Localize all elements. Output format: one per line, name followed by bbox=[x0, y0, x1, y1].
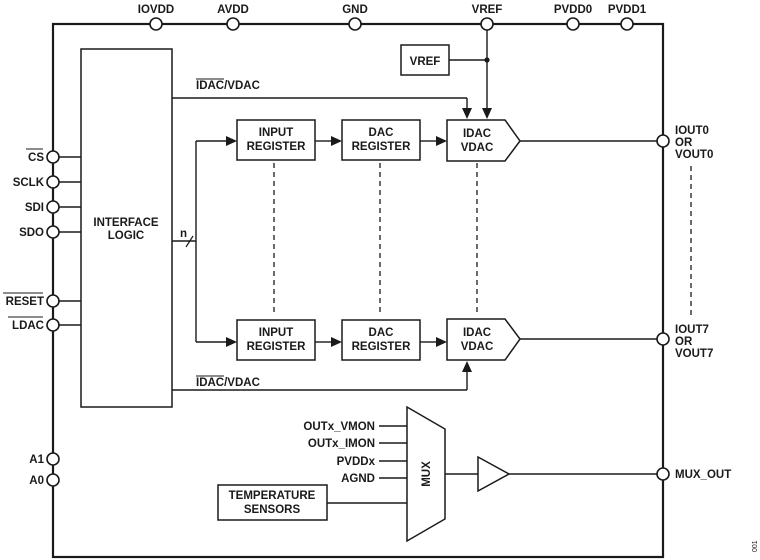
mux-input-pvddx: PVDDx bbox=[337, 456, 376, 468]
input-register-0 bbox=[236, 119, 316, 161]
dac-register-0-label-1: DAC bbox=[369, 127, 394, 139]
mux-input-imon: OUTx_IMON bbox=[308, 438, 375, 450]
output-buffer bbox=[477, 455, 511, 493]
bus-slash bbox=[185, 235, 194, 248]
pin-pvdd1 bbox=[620, 17, 634, 31]
pin-out7 bbox=[656, 332, 670, 346]
pin-label-pvdd0: PVDD0 bbox=[554, 4, 592, 16]
input-register-0-label-1: INPUT bbox=[259, 127, 294, 139]
figure-number: 001 bbox=[752, 540, 759, 552]
pin-vref bbox=[480, 17, 494, 31]
temperature-sensors-label-2: SENSORS bbox=[244, 504, 301, 516]
pin-label-cs: CS bbox=[28, 152, 44, 164]
arrow-to-idac-7 bbox=[436, 337, 447, 347]
pin-label-or-0: OR bbox=[675, 137, 693, 149]
vref-block bbox=[400, 44, 450, 76]
pin-label-pvdd1: PVDD1 bbox=[608, 4, 647, 16]
pin-cs bbox=[46, 150, 60, 164]
idac-vdac-7-label-2: VDAC bbox=[461, 341, 494, 353]
pin-label-gnd: GND bbox=[342, 4, 368, 16]
bus-width-label: n bbox=[180, 228, 187, 240]
pin-out0 bbox=[656, 134, 670, 148]
pin-reset bbox=[46, 294, 60, 308]
pin-iovdd bbox=[149, 17, 163, 31]
pin-label-vout7: VOUT7 bbox=[675, 348, 713, 360]
signal-label-idac-vdac-bottom: IDAC/VDAC bbox=[196, 377, 260, 389]
arrow-to-input-reg-7 bbox=[226, 337, 237, 347]
arrow-to-dac-reg-0 bbox=[331, 136, 342, 146]
pin-a1 bbox=[46, 452, 60, 466]
arrow-to-dac-reg-7 bbox=[331, 337, 342, 347]
input-register-7-label-1: INPUT bbox=[259, 327, 294, 339]
interface-logic-label-1: INTERFACE bbox=[93, 217, 159, 229]
pin-label-vref: VREF bbox=[472, 4, 503, 16]
mux-input-agnd: AGND bbox=[341, 473, 375, 485]
pin-label-or-7: OR bbox=[675, 336, 693, 348]
mux-block bbox=[406, 405, 446, 543]
arrow-to-idac-0 bbox=[436, 136, 447, 146]
interface-logic-label-2: LOGIC bbox=[108, 230, 144, 242]
temperature-sensors-label-1: TEMPERATURE bbox=[229, 490, 316, 502]
pin-label-a1: A1 bbox=[29, 454, 44, 466]
idac-vdac-0 bbox=[446, 119, 521, 162]
pin-ldac bbox=[46, 318, 60, 332]
pin-label-sdi: SDI bbox=[25, 202, 44, 214]
pin-avdd bbox=[226, 17, 240, 31]
pin-label-mux-out: MUX_OUT bbox=[675, 469, 731, 481]
pin-label-sdo: SDO bbox=[19, 227, 44, 239]
pin-label-a0: A0 bbox=[29, 475, 44, 487]
dac-register-7 bbox=[341, 319, 421, 361]
dac-register-0-label-2: REGISTER bbox=[352, 141, 411, 153]
pin-sdo bbox=[46, 225, 60, 239]
temperature-sensors-block bbox=[217, 484, 328, 521]
interface-logic-block bbox=[80, 48, 173, 408]
pin-pvdd0 bbox=[566, 17, 580, 31]
pin-sclk bbox=[46, 175, 60, 189]
pin-label-vout0: VOUT0 bbox=[675, 149, 713, 161]
arrow-idac-vdac-bottom bbox=[462, 361, 472, 372]
idac-vdac-7 bbox=[446, 318, 521, 361]
idac-vdac-0-label-1: IDAC bbox=[463, 128, 491, 140]
pin-label-iovdd: IOVDD bbox=[138, 4, 174, 16]
pin-label-ldac: LDAC bbox=[12, 320, 44, 332]
junction-dot bbox=[484, 57, 490, 63]
mux-label: MUX bbox=[421, 461, 433, 487]
vref-block-label: VREF bbox=[410, 56, 441, 68]
pin-label-iout7: IOUT7 bbox=[675, 324, 709, 336]
pin-label-sclk: SCLK bbox=[13, 177, 45, 189]
dac-register-7-label-1: DAC bbox=[369, 327, 394, 339]
dac-register-7-label-2: REGISTER bbox=[352, 341, 411, 353]
pin-gnd bbox=[348, 17, 362, 31]
arrow-vref-to-dac bbox=[482, 108, 492, 119]
pin-sdi bbox=[46, 200, 60, 214]
pin-label-reset: RESET bbox=[6, 296, 44, 308]
input-register-7-label-2: REGISTER bbox=[247, 341, 306, 353]
idac-vdac-7-label-1: IDAC bbox=[463, 327, 491, 339]
pin-mux-out bbox=[656, 467, 670, 481]
signal-label-idac-vdac-top: IDAC/VDAC bbox=[196, 80, 260, 92]
mux-input-vmon: OUTx_VMON bbox=[303, 421, 375, 433]
arrow-idac-vdac-top bbox=[462, 108, 472, 119]
dac-register-0 bbox=[341, 119, 421, 161]
pin-label-iout0: IOUT0 bbox=[675, 125, 709, 137]
arrow-to-input-reg-0 bbox=[226, 136, 237, 146]
idac-vdac-0-label-2: VDAC bbox=[461, 142, 494, 154]
pin-a0 bbox=[46, 473, 60, 487]
pin-label-avdd: AVDD bbox=[217, 4, 249, 16]
input-register-7 bbox=[236, 319, 316, 361]
input-register-0-label-2: REGISTER bbox=[247, 141, 306, 153]
